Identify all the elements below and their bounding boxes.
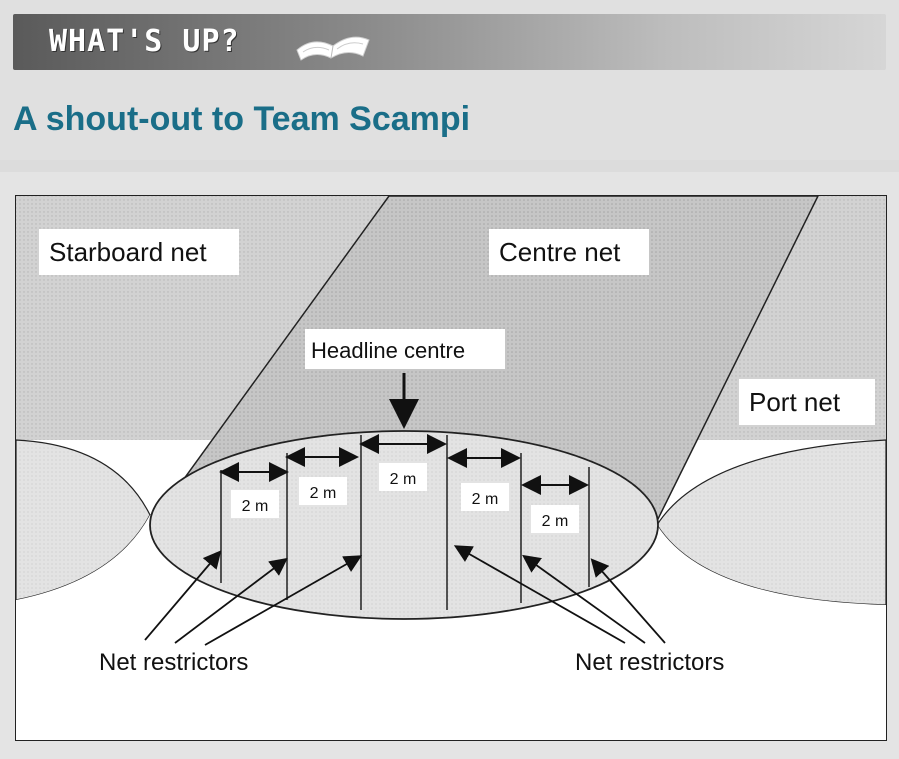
spacing-arrows xyxy=(219,434,589,495)
centre-label-box xyxy=(489,229,649,275)
headline-ellipse xyxy=(149,430,659,620)
spacing-labels: 2 m 2 m 2 m 2 m 2 m xyxy=(231,463,579,533)
starboard-label-box xyxy=(39,229,239,275)
headline-label-box xyxy=(305,329,505,369)
port-net-label: Port net xyxy=(749,387,841,417)
restrictors-label-right: Net restrictors xyxy=(575,649,724,676)
spacing-label-1: 2 m xyxy=(242,498,269,515)
section-banner: WHAT'S UP? xyxy=(13,14,886,70)
spacing-label-2: 2 m xyxy=(310,485,337,502)
header-panel: WHAT'S UP? A shout-out to Team Scampi xyxy=(0,0,899,160)
section-label: WHAT'S UP? xyxy=(49,24,240,59)
spacing-label-3: 2 m xyxy=(390,471,417,488)
spacing-label-4: 2 m xyxy=(472,491,499,508)
restrictors-label-left: Net restrictors xyxy=(99,649,248,676)
port-label-box xyxy=(739,379,875,425)
open-book-icon xyxy=(296,36,370,61)
restrictor-pointers xyxy=(144,545,666,646)
centre-net-label: Centre net xyxy=(499,237,621,267)
starboard-net-label: Starboard net xyxy=(49,237,207,267)
net-diagram: 2 m 2 m 2 m 2 m 2 m Starboard net Centre… xyxy=(15,195,887,741)
spacing-label-5: 2 m xyxy=(542,513,569,530)
page-title: A shout-out to Team Scampi xyxy=(13,100,471,138)
headline-centre-label: Headline centre xyxy=(311,338,465,363)
